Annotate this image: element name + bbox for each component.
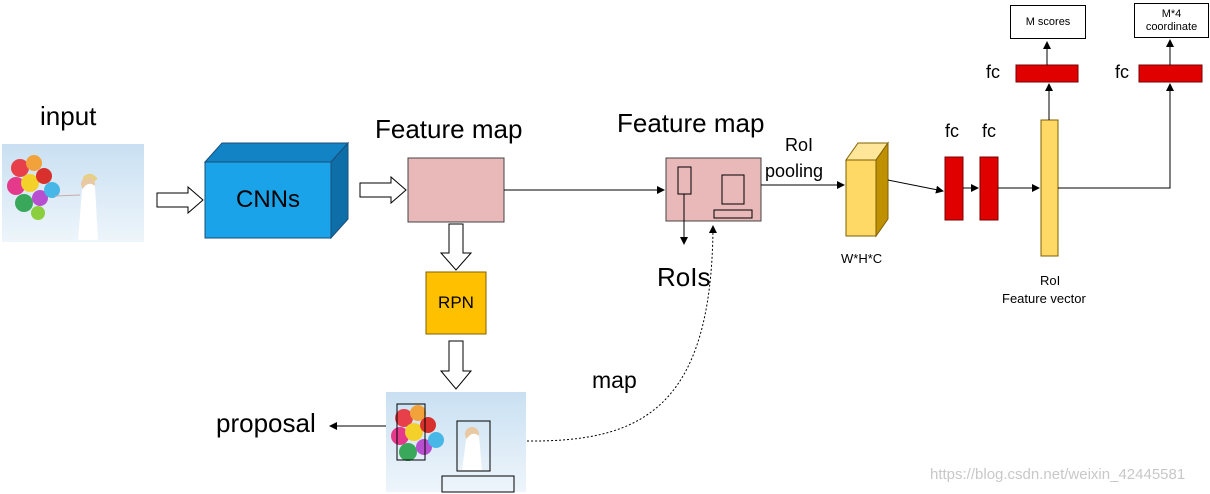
input-label: input [40, 101, 97, 131]
roi-pooling-label-2: pooling [765, 161, 824, 181]
roi-feature-vector [1040, 119, 1059, 257]
proposal-label: proposal [216, 408, 316, 438]
fc-layer-3 [1015, 64, 1079, 83]
hollow-arrow-cnn [359, 175, 407, 205]
m-scores-box: M scores [1010, 5, 1086, 39]
feature-map-1-label: Feature map [375, 114, 523, 144]
fc-label-1: fc [945, 121, 960, 141]
fc-label-4: fc [1115, 62, 1130, 82]
hollow-arrow-input [156, 185, 204, 215]
fc-layer-2 [979, 156, 999, 221]
feature-map-1 [407, 157, 505, 223]
arrow-vector-fc4 [1058, 83, 1174, 189]
roi-feature-vector-label-1: RoI [1040, 273, 1061, 288]
map-label: map [592, 367, 637, 393]
watermark: https://blog.csdn.net/weixin_42445581 [930, 466, 1186, 483]
fc-label-3: fc [986, 62, 1001, 82]
feature-map-2 [665, 157, 762, 222]
m-scores-label: M scores [1025, 15, 1071, 28]
input-image [2, 144, 144, 242]
hollow-arrow-rpn-proposal [439, 340, 473, 390]
arrow-pooled-fc1 [887, 179, 944, 194]
proposal-image [386, 392, 526, 493]
cnn-block [203, 141, 350, 240]
cnn-label: CNNs [236, 186, 300, 213]
fc-layer-4 [1138, 64, 1203, 83]
coordinate-label: coordinate [1145, 20, 1198, 33]
m4-label: M*4 [1161, 7, 1182, 20]
fc-label-2: fc [982, 121, 997, 141]
rpn-block [425, 271, 487, 335]
roi-pooling-label-1: RoI [785, 135, 814, 155]
m4-coordinate-box: M*4 coordinate [1134, 3, 1209, 38]
pooled-block [845, 141, 889, 238]
feature-map-2-label: Feature map [617, 108, 765, 138]
roi-feature-vector-label-2: Feature vector [1002, 291, 1086, 306]
rois-label: RoIs [657, 262, 711, 292]
rpn-label: RPN [438, 293, 474, 312]
dotted-map-curve [526, 225, 717, 442]
fc-layer-1 [944, 156, 964, 221]
whc-label: W*H*C [841, 251, 883, 266]
hollow-arrow-fm-rpn [439, 223, 473, 271]
